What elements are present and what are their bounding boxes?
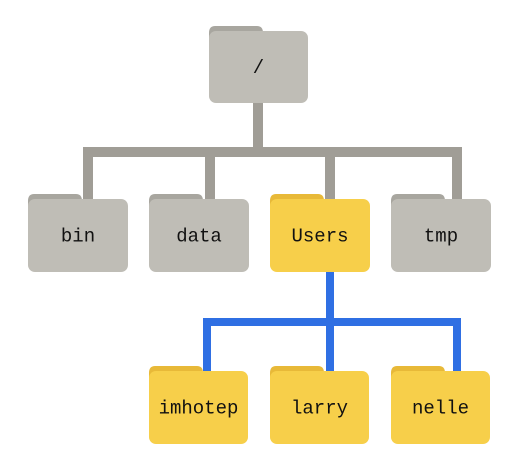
folder-label: Users [291, 226, 348, 248]
folder-data[interactable]: data [149, 194, 249, 272]
folder-icon [28, 199, 128, 272]
folder-nelle[interactable]: nelle [391, 366, 490, 444]
folder-tmp[interactable]: tmp [391, 194, 491, 272]
folder-label: larry [291, 398, 348, 420]
folder-icon [149, 199, 249, 272]
folder-icon [270, 199, 370, 272]
folder-larry[interactable]: larry [270, 366, 369, 444]
folder-icon [270, 371, 369, 444]
folder-icon [391, 199, 491, 272]
folder-label: imhotep [159, 398, 239, 420]
folder-bin[interactable]: bin [28, 194, 128, 272]
folder-label: tmp [424, 226, 458, 248]
folder-label: data [176, 226, 222, 248]
folder-users[interactable]: Users [270, 194, 370, 272]
connector-lines [83, 100, 462, 374]
folder-icon [209, 31, 308, 103]
folder-icon [391, 371, 490, 444]
folder-label: bin [61, 226, 95, 248]
folder-label: nelle [412, 398, 469, 420]
folder-label: / [253, 57, 264, 79]
folder-icon [149, 371, 248, 444]
folder-imhotep[interactable]: imhotep [149, 366, 248, 444]
folder-root[interactable]: / [209, 26, 308, 103]
folder-nodes: / bin data Users tmp imhotep larry nelle [28, 26, 491, 444]
